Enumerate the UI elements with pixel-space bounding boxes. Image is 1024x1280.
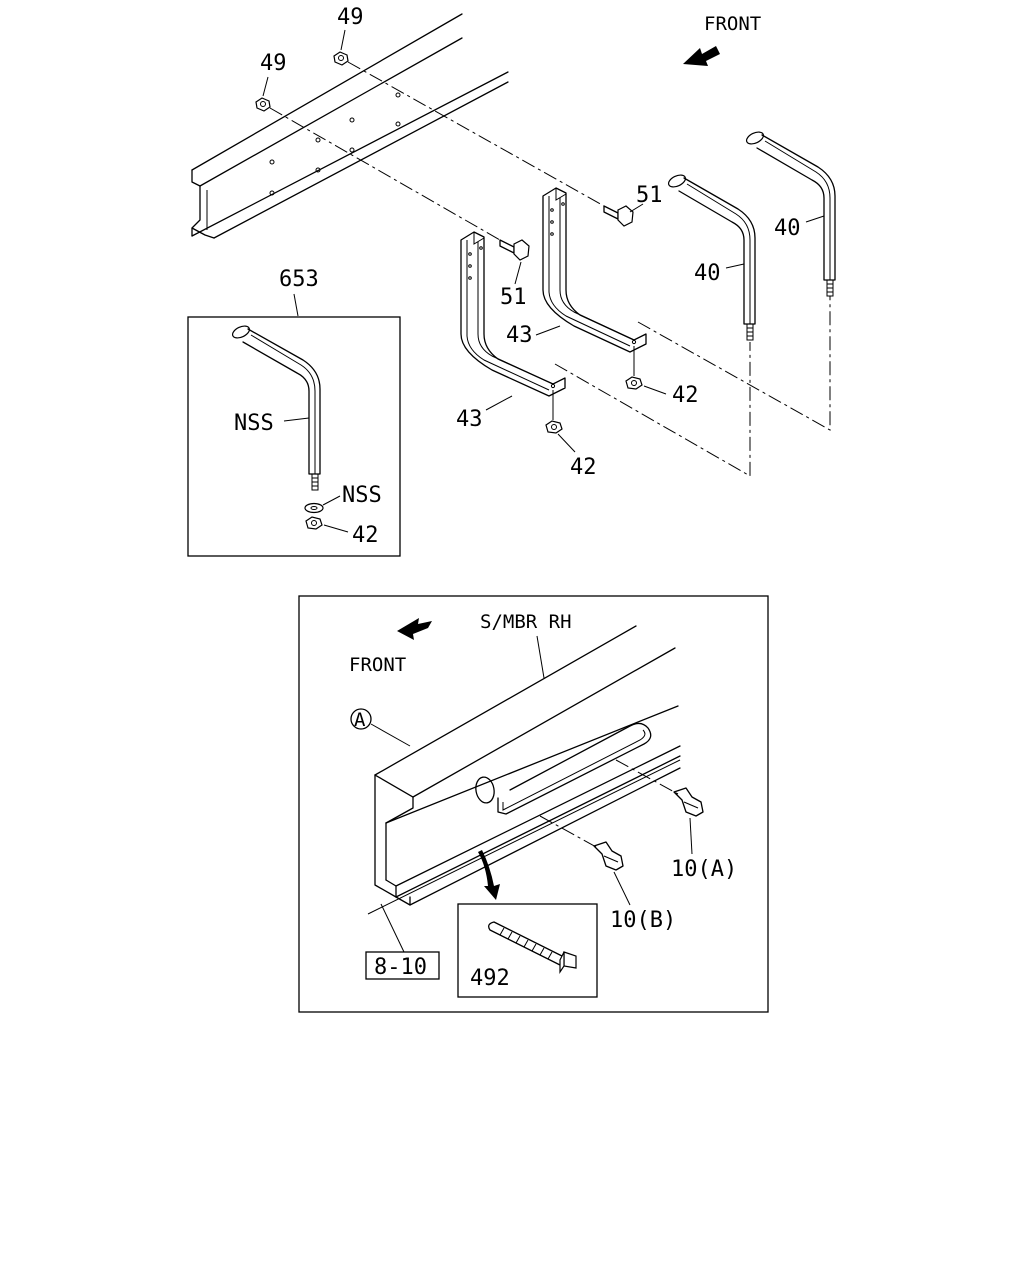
cable-tie-492 xyxy=(488,921,577,974)
label-42-kit: 42 xyxy=(352,523,379,548)
side-member-channel xyxy=(367,625,681,915)
cable-tie-box xyxy=(457,903,598,998)
label-10b: 10(B) xyxy=(610,908,676,933)
label-51-left: 51 xyxy=(500,285,527,310)
label-43-right: 43 xyxy=(506,323,533,348)
front-label-bottom: FRONT xyxy=(349,654,406,676)
label-49-upper: 49 xyxy=(337,5,364,30)
label-51-right: 51 xyxy=(636,183,663,208)
frame-rail xyxy=(191,13,509,239)
circle-a-marker xyxy=(350,708,372,730)
washer-nss xyxy=(304,502,324,514)
strap-nss xyxy=(231,325,321,491)
strap-40-left xyxy=(667,174,756,341)
callout-arrow-icon xyxy=(478,850,500,900)
label-nss-washer: NSS xyxy=(342,483,382,508)
bolt-51-right xyxy=(603,205,634,227)
smbr-label: S/MBR RH xyxy=(480,611,572,633)
nut-42-right xyxy=(625,376,643,390)
label-492: 492 xyxy=(470,966,510,991)
front-label-top: FRONT xyxy=(704,13,761,35)
nut-42-kit xyxy=(305,516,323,530)
label-43-left: 43 xyxy=(456,407,483,432)
ref-8-10-label: 8-10 xyxy=(374,955,427,980)
label-42-left: 42 xyxy=(570,455,597,480)
label-40-left: 40 xyxy=(694,261,721,286)
clip-10b xyxy=(593,841,624,871)
label-40-right: 40 xyxy=(774,216,801,241)
strap-40-right xyxy=(745,131,836,297)
clip-10a xyxy=(673,787,704,817)
label-49-lower: 49 xyxy=(260,51,287,76)
bracket-43-left xyxy=(460,231,566,397)
front-arrow-bottom-icon xyxy=(397,618,432,640)
label-653: 653 xyxy=(279,267,319,292)
label-42-right: 42 xyxy=(672,383,699,408)
nut-49-lower xyxy=(255,97,271,112)
bracket-43-right xyxy=(542,187,647,353)
wire-harness xyxy=(497,722,652,815)
nut-49-upper xyxy=(333,51,349,66)
channel-hole xyxy=(475,776,495,804)
kit-653-box xyxy=(187,316,401,557)
label-10a: 10(A) xyxy=(671,857,737,882)
nut-42-left xyxy=(545,420,563,434)
bolt-51-left xyxy=(499,239,530,261)
label-nss-strap: NSS xyxy=(234,411,274,436)
front-arrow-top-icon xyxy=(683,46,720,66)
detail-a-box xyxy=(298,595,769,1013)
circle-a-label: A xyxy=(354,709,366,731)
ref-8-10-box xyxy=(365,951,440,980)
